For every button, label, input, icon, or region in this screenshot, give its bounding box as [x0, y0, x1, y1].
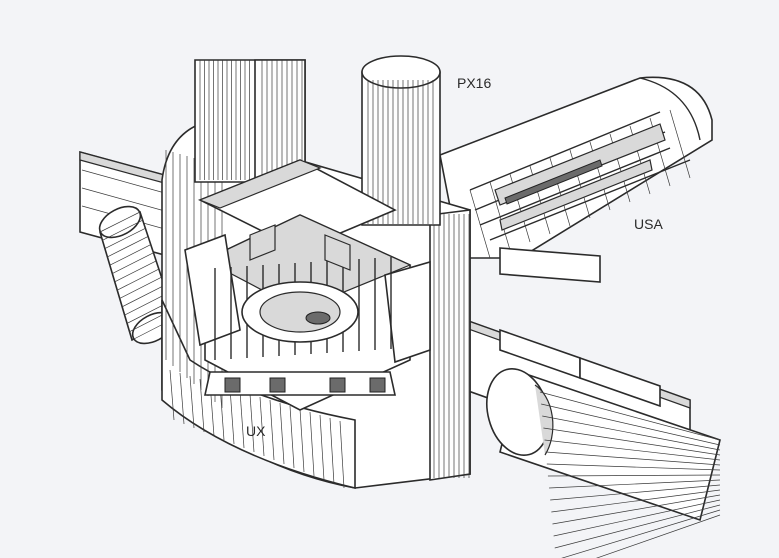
- label-usa: USA: [634, 216, 663, 232]
- right-cylinder: [486, 367, 721, 558]
- label-px16: PX16: [457, 75, 491, 91]
- detector: [184, 159, 431, 411]
- left-shaft: [194, 59, 306, 183]
- label-ux: UX: [246, 423, 266, 439]
- px16-shaft: [361, 55, 441, 226]
- usa-cavern: [439, 76, 713, 283]
